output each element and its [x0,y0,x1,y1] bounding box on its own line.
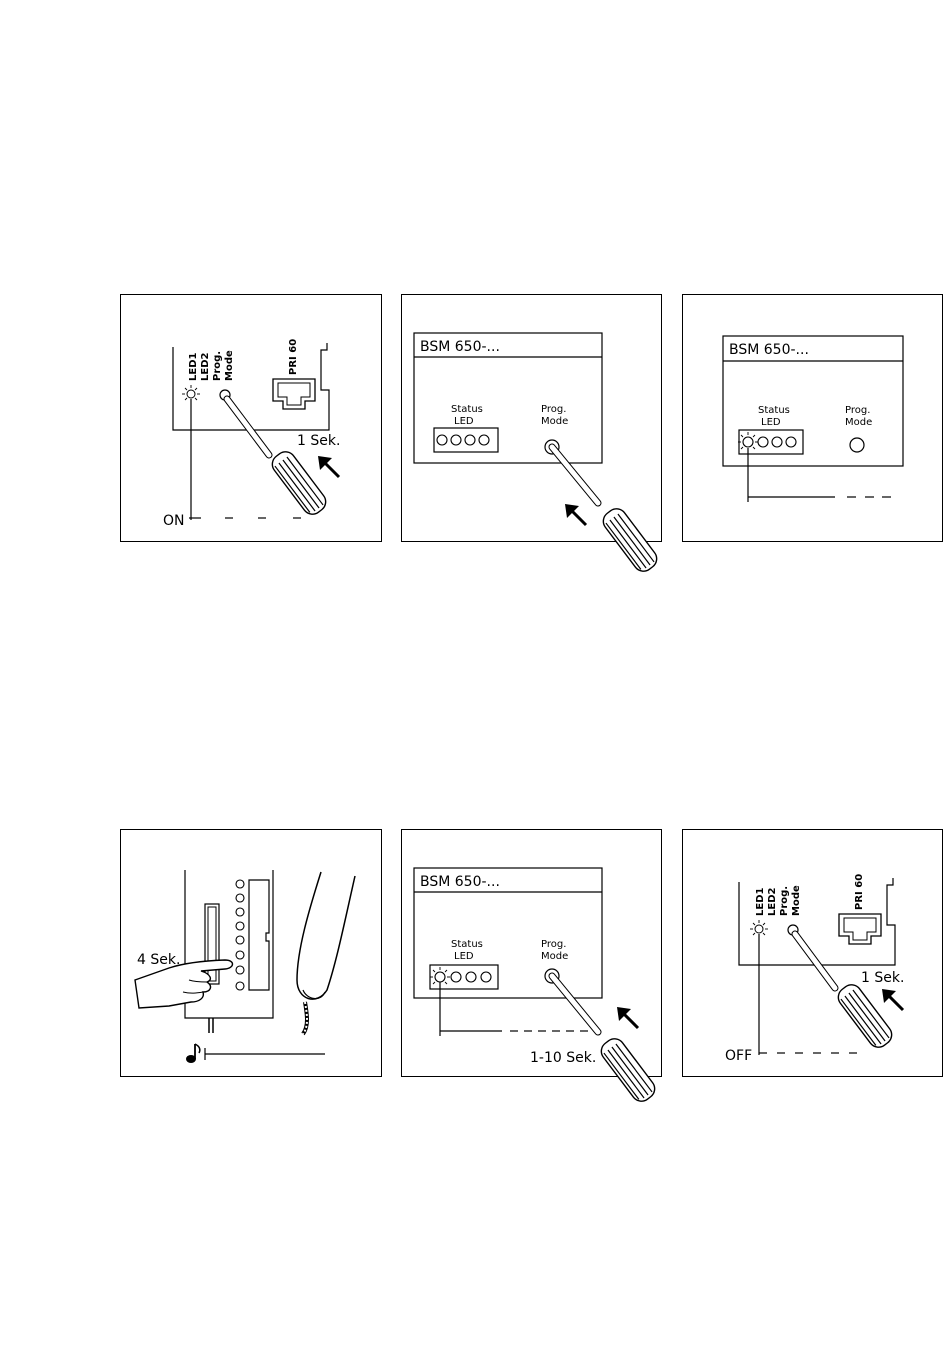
status-led-icons [758,437,796,447]
name-plate [249,880,269,990]
screwdriver-icon [795,934,896,1051]
prog-label: Prog. [779,886,790,916]
step-3-panel: BSM 650-... Status LED Prog. Mode [682,294,943,542]
pri-label: PRI 60 [288,339,299,375]
push-arrow-icon [565,504,586,525]
push-arrow-icon [617,1007,638,1028]
screwdriver-icon [227,399,330,518]
prog-label: Prog. [541,939,566,950]
mode-label: Mode [845,417,872,428]
led2-label: LED2 [767,887,778,916]
mode-label: Mode [224,350,235,381]
state-off-label: OFF [725,1048,752,1064]
prog-label: Prog. [212,351,223,381]
call-buttons [236,880,244,990]
press-time-label: 1 Sek. [297,433,340,449]
card-slot [205,904,219,984]
press-time-label: 1-10 Sek. [530,1050,596,1066]
module-title: BSM 650-... [729,342,809,358]
mode-label: Mode [541,416,568,427]
status-label: Status [451,404,483,415]
step-1-illustration: LED1 LED2 Prog. Mode PRI 60 [121,295,383,543]
led2-label: LED2 [200,352,211,381]
status-led-icons [437,435,489,445]
prog-label: Prog. [845,405,870,416]
module-title: BSM 650-... [420,874,500,890]
step-6-panel: LED1 LED2 Prog. Mode PRI 60 [682,829,943,1077]
status-led-strip [434,428,498,452]
press-time-label: 4 Sek. [137,952,180,968]
handset-icon [297,872,355,1034]
step-2-panel: BSM 650-... Status LED Prog. Mode [401,294,662,542]
led1-label: LED1 [188,352,199,381]
prog-button-icon [850,438,864,452]
led-label: LED [761,417,781,428]
step-4-panel: 4 Sek. [120,829,382,1077]
led-label: LED [454,951,474,962]
prog-label: Prog. [541,404,566,415]
step-5-illustration: BSM 650-... Status LED Prog. Mode [402,830,663,1078]
step-1-panel: LED1 LED2 Prog. Mode PRI 60 [120,294,382,542]
music-note-icon [186,1044,200,1063]
state-on-label: ON [163,513,185,529]
screwdriver-icon [552,976,659,1105]
press-time-label: 1 Sek. [861,970,904,986]
mode-label: Mode [791,885,802,916]
led1-label: LED1 [755,887,766,916]
status-label: Status [758,405,790,416]
status-label: Status [451,939,483,950]
led-label: LED [454,416,474,427]
step-6-illustration: LED1 LED2 Prog. Mode PRI 60 [683,830,944,1078]
step-4-illustration: 4 Sek. [121,830,383,1078]
step-2-illustration: BSM 650-... Status LED Prog. Mode [402,295,663,543]
step-3-illustration: BSM 650-... Status LED Prog. Mode [683,295,944,543]
push-arrow-icon [318,456,339,477]
mode-label: Mode [541,951,568,962]
status-led-icons [451,972,491,982]
step-5-panel: BSM 650-... Status LED Prog. Mode [401,829,662,1077]
push-arrow-icon [882,989,903,1010]
pri-label: PRI 60 [854,874,865,910]
module-title: BSM 650-... [420,339,500,355]
